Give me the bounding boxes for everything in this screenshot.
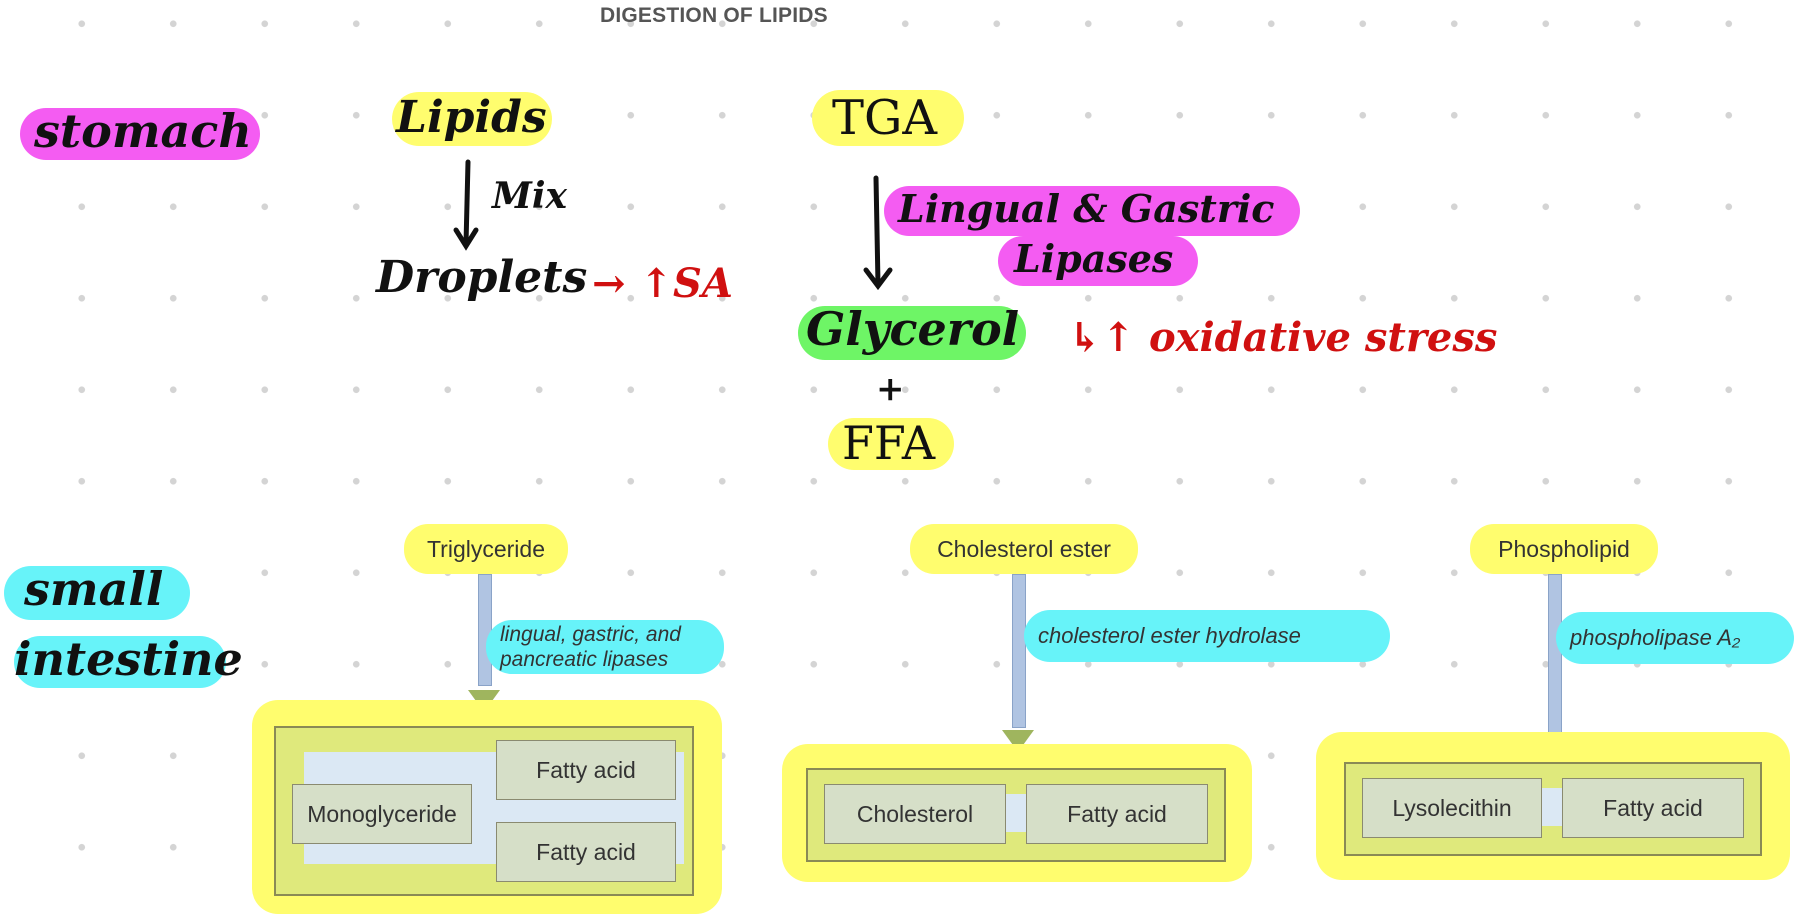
lipids-to-droplets-arrow — [453, 159, 479, 251]
small-highlight — [4, 566, 190, 620]
cholesterol-ester-label: Cholesterol ester — [910, 524, 1138, 574]
cholesterol-cell: Cholesterol — [824, 784, 1006, 844]
intestine-label: intestine — [14, 632, 243, 686]
ffa-text: FFA — [842, 416, 936, 470]
mix-text: Mix — [492, 175, 567, 217]
droplets-text: Droplets — [376, 252, 588, 303]
small-label: small — [24, 562, 164, 616]
enzyme-line1: Lingual & Gastric — [898, 186, 1275, 231]
tga-highlight — [812, 90, 964, 146]
tga-to-glycerol-arrow — [863, 175, 893, 291]
fatty-acid-cell-2: Fatty acid — [496, 822, 676, 882]
lipids-highlight — [392, 92, 552, 146]
lipases-highlight — [998, 236, 1198, 286]
triglyceride-label: Triglyceride — [404, 524, 568, 574]
plus-sign: + — [876, 369, 905, 409]
phospholipid-products-panel: Lysolecithin Fatty acid — [1316, 732, 1790, 880]
stomach-highlight — [20, 108, 260, 160]
lingual-gastric-highlight — [884, 186, 1300, 236]
glycerol-text: Glycerol — [806, 302, 1020, 356]
tga-text: TGA — [832, 90, 938, 146]
monoglyceride-cell: Monoglyceride — [292, 784, 472, 844]
phospholipid-arrow — [1548, 574, 1562, 734]
stomach-label: stomach — [34, 104, 252, 158]
glycerol-note: ↳↑ oxidative stress — [1068, 314, 1498, 361]
fatty-acid-cell-1: Fatty acid — [496, 740, 676, 800]
intestine-highlight — [14, 636, 226, 688]
page-title: DIGESTION OF LIPIDS — [600, 4, 828, 27]
fatty-acid-cell: Fatty acid — [1026, 784, 1208, 844]
fatty-acid-cell: Fatty acid — [1562, 778, 1744, 838]
phospholipid-label: Phospholipid — [1470, 524, 1658, 574]
cholesterol-ester-arrow — [1012, 574, 1026, 728]
triglyceride-enzyme: lingual, gastric, and pancreatic lipases — [486, 620, 724, 674]
lipids-text: Lipids — [396, 92, 547, 143]
triglyceride-products-panel: Monoglyceride Fatty acid Fatty acid — [252, 700, 722, 914]
droplets-surface-area-note: → ↑SA — [592, 260, 733, 307]
ffa-highlight — [828, 418, 954, 470]
cholesterol-ester-enzyme: cholesterol ester hydrolase — [1024, 610, 1390, 662]
lysolecithin-cell: Lysolecithin — [1362, 778, 1542, 838]
glycerol-highlight — [798, 306, 1026, 360]
cholesterol-products-panel: Cholesterol Fatty acid — [782, 744, 1252, 882]
phospholipid-enzyme: phospholipase A₂ — [1556, 612, 1794, 664]
enzyme-line2: Lipases — [1014, 236, 1174, 281]
